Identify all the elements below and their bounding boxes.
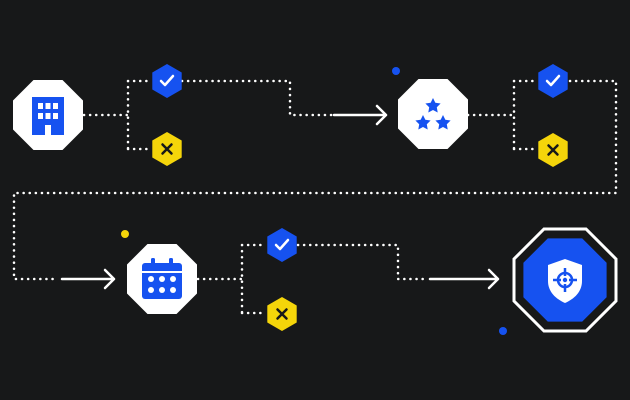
shield-target-icon: [548, 259, 582, 303]
three-stars-icon: [415, 98, 451, 130]
decorative-dots: [121, 67, 507, 335]
node-rating: [398, 79, 468, 149]
check-icon: [274, 238, 290, 251]
cross-icon: [161, 143, 173, 155]
connector-check-to-arrow: [180, 79, 334, 117]
connector-rating-branch: [466, 79, 540, 151]
approved-badge: [152, 64, 182, 98]
building-icon: [32, 97, 64, 135]
decor-dot-yellow: [121, 230, 129, 238]
decor-dot-blue: [392, 67, 400, 75]
flow-arrows: [60, 104, 500, 290]
connector-check-to-security: [296, 243, 430, 281]
connector-building-branch: [82, 79, 154, 151]
calendar-icon: [142, 258, 182, 299]
connector-calendar-branch: [196, 243, 268, 315]
decor-dot-blue: [499, 327, 507, 335]
rejected-badge: [267, 297, 297, 331]
check-icon: [159, 74, 175, 87]
node-building: [13, 80, 83, 150]
cross-icon: [276, 308, 288, 320]
node-calendar: [127, 244, 197, 314]
connector-check-to-row2: [12, 79, 618, 281]
cross-icon: [547, 144, 559, 156]
node-security: [512, 227, 618, 333]
rejected-badge: [538, 133, 568, 167]
check-icon: [545, 74, 561, 87]
arrow-right-icon: [428, 268, 500, 290]
rejected-badge: [152, 132, 182, 166]
approved-badge: [538, 64, 568, 98]
arrow-right-icon: [332, 104, 388, 126]
arrow-right-icon: [60, 268, 116, 290]
approved-badge: [267, 228, 297, 262]
dotted-connectors: [12, 79, 618, 315]
